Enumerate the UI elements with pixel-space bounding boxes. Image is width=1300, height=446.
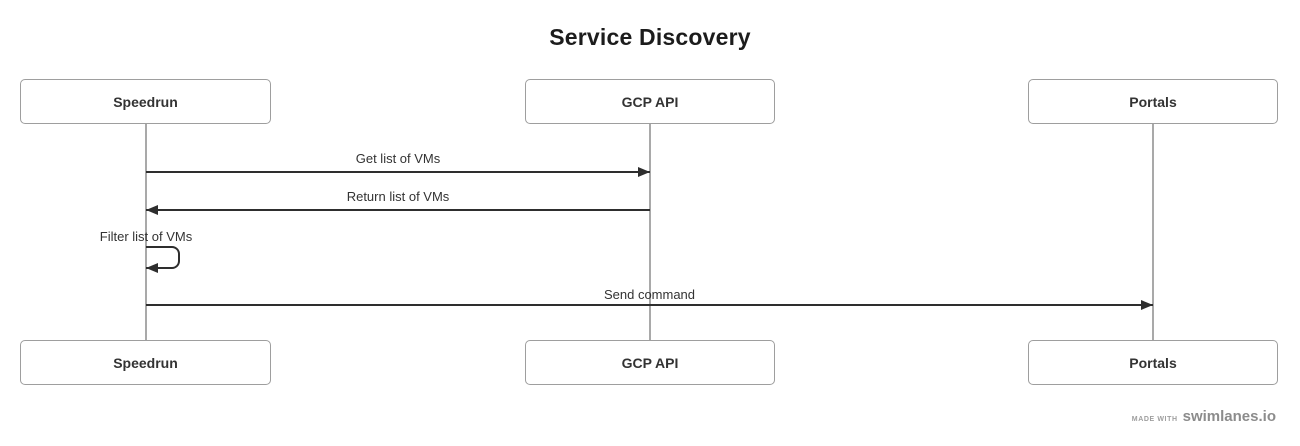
actor-label-speedrun: Speedrun: [113, 93, 178, 110]
actor-box-gcp-api-top: GCP API: [525, 79, 775, 124]
self-loop-arrow: [146, 246, 180, 269]
arrowhead-left-icon: [146, 263, 158, 273]
actor-label-portals: Portals: [1129, 93, 1177, 110]
lifeline-gcp-api: [649, 124, 651, 340]
message-label-filter-list-of-vms: Filter list of VMs: [99, 229, 193, 244]
actor-label-gcp-api: GCP API: [621, 354, 679, 371]
lifeline-portals: [1152, 124, 1154, 340]
message-line-return-list-of-vms: [146, 209, 650, 211]
actor-box-speedrun-top: Speedrun: [20, 79, 271, 124]
actor-box-portals-bottom: Portals: [1028, 340, 1278, 385]
arrowhead-right-icon: [638, 167, 650, 177]
message-line-get-list-of-vms: [146, 171, 650, 173]
actor-box-gcp-api-bottom: GCP API: [525, 340, 775, 385]
diagram-title: Service Discovery: [549, 24, 751, 50]
actor-box-portals-top: Portals: [1028, 79, 1278, 124]
actor-label-gcp-api: GCP API: [621, 93, 679, 110]
arrowhead-left-icon: [146, 205, 158, 215]
message-line-send-command: [146, 304, 1153, 306]
made-with-label: MADE WITH: [1131, 416, 1178, 423]
message-label-send-command: Send command: [603, 287, 696, 302]
message-label-get-list-of-vms: Get list of VMs: [355, 151, 441, 166]
swimlanes-brand-link[interactable]: swimlanes.io: [1182, 408, 1276, 425]
actor-label-portals: Portals: [1129, 354, 1177, 371]
actor-label-speedrun: Speedrun: [113, 354, 178, 371]
footer-badge: MADE WITH swimlanes.io: [1132, 408, 1276, 425]
message-label-return-list-of-vms: Return list of VMs: [346, 189, 450, 204]
arrowhead-right-icon: [1141, 300, 1153, 310]
actor-box-speedrun-bottom: Speedrun: [20, 340, 271, 385]
lifeline-speedrun: [145, 124, 147, 340]
